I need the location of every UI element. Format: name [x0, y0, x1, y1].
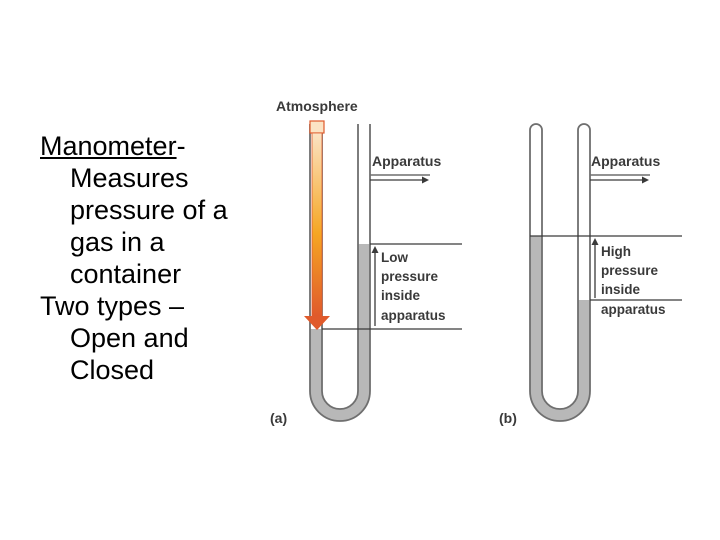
atmosphere-arrow-head — [304, 316, 330, 330]
pressure-label-b-line4: apparatus — [601, 302, 666, 317]
pressure-label-a: Low pressure inside apparatus — [381, 250, 446, 323]
pressure-label-b-line3: inside — [601, 282, 641, 297]
pressure-label-a-line4: apparatus — [381, 308, 446, 323]
atmosphere-arrow-shaft — [311, 132, 323, 317]
pressure-label-b-line1: High — [601, 244, 631, 259]
pressure-label-a-line1: Low — [381, 250, 408, 265]
term-dash: - — [176, 131, 186, 161]
definition-paragraph: Manometer- Measures pressure of a gas in… — [40, 130, 250, 290]
pressure-label-b-line2: pressure — [601, 263, 659, 278]
u-tube-b — [529, 123, 591, 422]
slide-text: Manometer- Measures pressure of a gas in… — [40, 130, 250, 386]
atmosphere-label: Atmosphere — [276, 98, 358, 114]
difference-arrowhead-b — [591, 238, 599, 245]
definition-text: Measures pressure of a gas in a containe… — [70, 163, 228, 289]
pressure-label-a-line2: pressure — [381, 269, 439, 284]
apparatus-arrowhead-b — [642, 176, 649, 184]
difference-arrowhead-a — [371, 246, 379, 253]
panel-a-tag: (a) — [270, 410, 287, 426]
manometer-diagram: Atmosphere Apparatus Low pressure inside… — [270, 98, 682, 426]
mercury-b — [530, 236, 590, 421]
apparatus-label-b: Apparatus — [591, 153, 660, 169]
term-manometer: Manometer — [40, 131, 177, 161]
apparatus-label-a: Apparatus — [372, 153, 441, 169]
panel-b-tag: (b) — [499, 410, 517, 426]
pressure-label-b: High pressure inside apparatus — [601, 244, 666, 317]
atmosphere-arrow-cap — [309, 120, 325, 134]
u-tube-a — [309, 124, 371, 422]
types-paragraph: Two types – Open and Closed — [40, 291, 189, 385]
pressure-label-a-line3: inside — [381, 288, 421, 303]
panel-a: Apparatus Low pressure inside apparatus … — [270, 120, 462, 426]
apparatus-arrowhead-a — [422, 176, 429, 184]
panel-b: Apparatus High pressure inside apparatus… — [499, 123, 682, 426]
